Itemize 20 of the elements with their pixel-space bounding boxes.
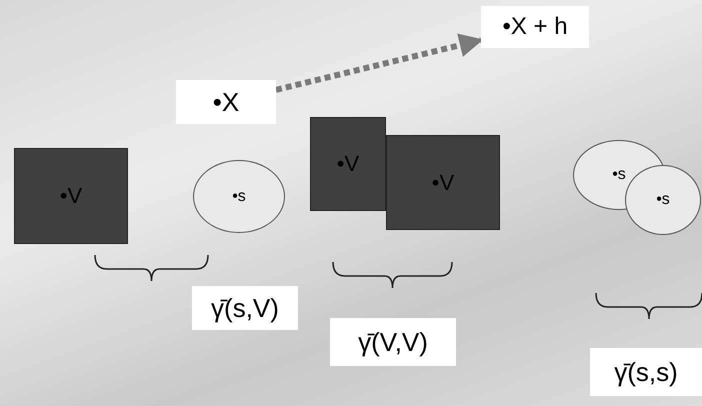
point-label: •s bbox=[232, 188, 246, 206]
dashed-arrow bbox=[275, 34, 484, 93]
formula-label: •X + h bbox=[502, 13, 568, 41]
dark-square bbox=[14, 148, 128, 244]
formula-label: γ̄(s,V) bbox=[211, 292, 279, 324]
dark-square bbox=[386, 135, 500, 230]
label-box bbox=[176, 80, 276, 124]
point-label: •s bbox=[612, 166, 626, 184]
formula-label: •X bbox=[212, 86, 240, 118]
label-box bbox=[590, 348, 702, 396]
point-label: •V bbox=[60, 183, 82, 209]
label-box bbox=[330, 318, 456, 366]
formula-label: γ̄(s,s) bbox=[614, 356, 678, 388]
point-label: •V bbox=[432, 170, 454, 196]
point-label: •V bbox=[336, 151, 360, 177]
point-label: •s bbox=[656, 191, 670, 209]
label-box bbox=[481, 6, 589, 48]
label-box bbox=[192, 286, 298, 330]
dark-square bbox=[310, 117, 386, 211]
formula-label: γ̄(V,V) bbox=[358, 326, 428, 358]
